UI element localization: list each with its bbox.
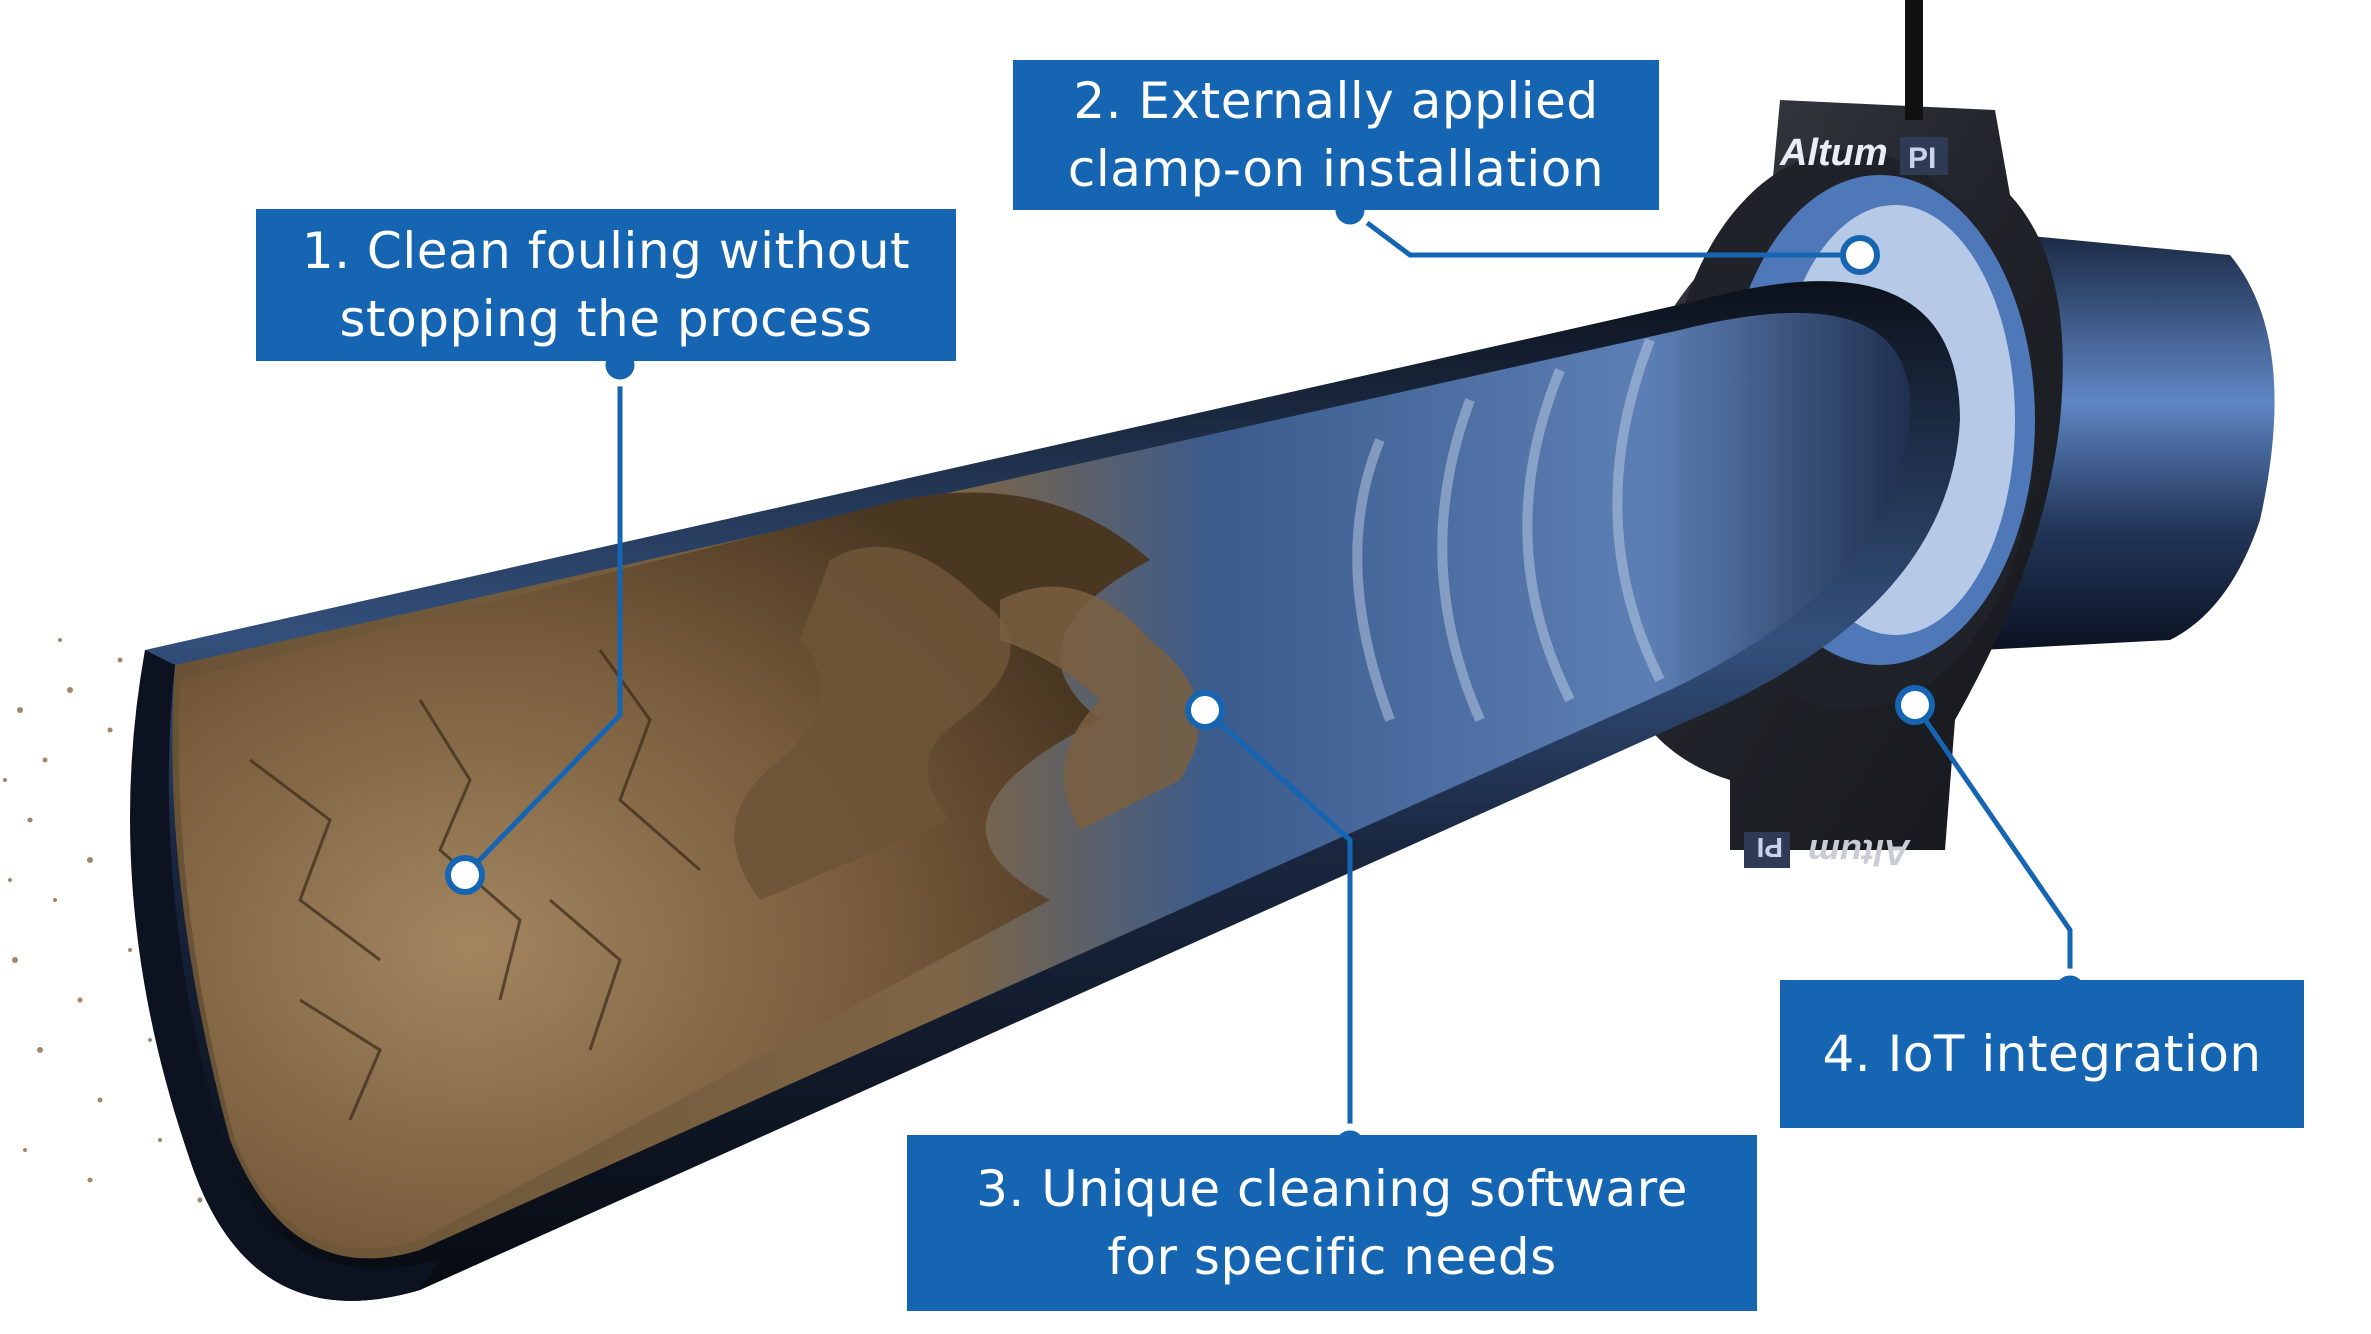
pipe-cutaway: [130, 281, 1961, 1301]
dot-1-end: [445, 855, 485, 895]
callout-1-line-1: 1. Clean fouling without: [301, 222, 911, 280]
callout-clamp-on: 2. Externally applied clamp-on installat…: [1013, 60, 1659, 210]
connector-2: [1348, 208, 1860, 258]
callout-3-line-1: 3. Unique cleaning software: [976, 1160, 1688, 1218]
callout-2-line-1: 2. Externally applied: [1073, 72, 1599, 130]
callout-4-line-1: 4. IoT integration: [1822, 1025, 2262, 1083]
callout-iot-integration: 4. IoT integration: [1780, 980, 2304, 1128]
callout-clean-fouling: 1. Clean fouling without stopping the pr…: [256, 209, 956, 361]
dot-3-end: [1185, 690, 1225, 730]
brand-bottom-suffix: PI: [1757, 832, 1783, 863]
brand-top-suffix: PI: [1908, 142, 1936, 175]
callout-1-line-2: stopping the process: [339, 290, 873, 348]
cable: [1905, 0, 1923, 120]
ultrasonic-waves: [1352, 338, 1665, 723]
connector-3: [1203, 708, 1353, 1145]
callout-2-line-2: clamp-on installation: [1067, 140, 1605, 198]
brand-top-name: Altum: [1779, 132, 1888, 174]
dot-2-end: [1840, 235, 1880, 275]
callout-cleaning-software: 3. Unique cleaning software for specific…: [907, 1135, 1757, 1311]
dot-4-end: [1895, 685, 1935, 725]
connector-1: [463, 365, 623, 877]
callout-3-line-2: for specific needs: [1107, 1228, 1557, 1286]
brand-bottom-name: Altum: [1808, 832, 1911, 873]
